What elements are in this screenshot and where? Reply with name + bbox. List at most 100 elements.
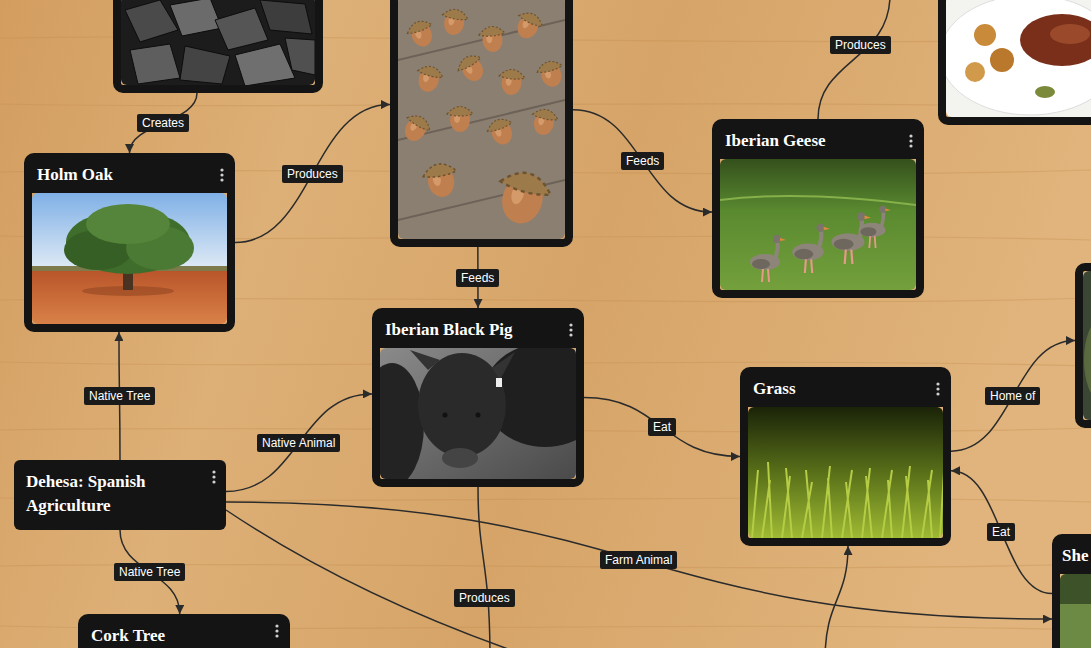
offscreen-links bbox=[818, 0, 890, 119]
menu-dots bbox=[936, 382, 939, 385]
connector-label: Native Tree bbox=[84, 387, 155, 405]
pig-photo bbox=[476, 413, 481, 418]
acorns-photo bbox=[478, 25, 506, 53]
node-title: Cork Tree bbox=[86, 622, 282, 648]
menu-dots bbox=[220, 168, 223, 171]
connector-label: Feeds bbox=[456, 269, 499, 287]
offscreen-links bbox=[825, 546, 848, 648]
menu-dots bbox=[212, 475, 215, 478]
charcoal-photo bbox=[170, 0, 222, 36]
dish-photo bbox=[1050, 24, 1090, 44]
acorns-photo bbox=[491, 167, 554, 230]
connector bbox=[226, 502, 1052, 619]
charcoal-photo bbox=[180, 46, 230, 84]
menu-dots bbox=[909, 134, 912, 137]
connector-label: Eat bbox=[648, 418, 676, 436]
charcoal-photo bbox=[215, 8, 268, 50]
geese-photo bbox=[859, 206, 891, 248]
acorns-photo bbox=[413, 63, 445, 94]
pig-photo bbox=[496, 378, 502, 387]
acorns-photo bbox=[511, 9, 545, 43]
menu-dots bbox=[212, 134, 939, 637]
acorns-photo bbox=[535, 58, 565, 89]
menu-dots bbox=[936, 387, 939, 390]
connector bbox=[226, 394, 372, 492]
geese-photo bbox=[792, 224, 830, 273]
dish-photo bbox=[974, 24, 996, 46]
connector-label: Produces bbox=[454, 589, 515, 607]
picture-card: She bbox=[1052, 534, 1091, 648]
menu-dots bbox=[569, 333, 572, 336]
dish-photo bbox=[946, 0, 1091, 115]
node-title: Iberian Black Pig bbox=[380, 316, 576, 348]
charcoal-photo bbox=[121, 0, 315, 85]
sheep-photo bbox=[1060, 574, 1091, 648]
acorns-photo bbox=[398, 0, 565, 239]
holm-oak-photo bbox=[86, 204, 170, 244]
topic-box: Dehesa: Spanish Agriculture bbox=[14, 460, 226, 530]
menu-dots bbox=[212, 470, 215, 473]
acorns-photo bbox=[398, 111, 433, 146]
acorns-photo bbox=[447, 107, 473, 133]
grass-photo bbox=[752, 462, 943, 538]
grass-photo bbox=[748, 407, 943, 538]
pig-photo bbox=[380, 348, 576, 479]
picture-card: Cork Tree bbox=[78, 614, 290, 648]
pig-photo bbox=[443, 413, 448, 418]
sheep-photo bbox=[1060, 574, 1091, 604]
connector-label: Creates bbox=[137, 114, 189, 132]
partial-photo bbox=[1084, 320, 1091, 400]
connector bbox=[130, 93, 198, 153]
menu-dots bbox=[275, 634, 278, 637]
charcoal-photo bbox=[125, 0, 315, 85]
picture-card bbox=[938, 0, 1091, 125]
picture-card bbox=[1075, 263, 1091, 428]
dish-photo bbox=[990, 48, 1014, 72]
charcoal-photo bbox=[121, 0, 315, 85]
charcoal-photo bbox=[285, 38, 315, 75]
connector-label: Feeds bbox=[621, 152, 664, 170]
node-title: She bbox=[1060, 542, 1091, 574]
dish-photo bbox=[946, 0, 1091, 117]
acorns-photo bbox=[439, 7, 469, 37]
connector bbox=[951, 341, 1075, 452]
connector bbox=[951, 471, 1052, 594]
connector-label: Eat bbox=[987, 523, 1015, 541]
pig-photo bbox=[410, 350, 440, 370]
geese-photo bbox=[832, 212, 872, 264]
acorns-photo bbox=[498, 68, 526, 96]
picture-card: Iberian Black Pig bbox=[372, 308, 584, 487]
menu-dots bbox=[936, 392, 939, 395]
charcoal-photo bbox=[235, 44, 295, 85]
geese-photo bbox=[720, 159, 916, 290]
pig-photo bbox=[380, 363, 424, 479]
picture-card: Iberian Geese bbox=[712, 119, 924, 298]
node-title: Iberian Geese bbox=[720, 127, 916, 159]
node-title: Dehesa: Spanish Agriculture bbox=[26, 470, 198, 518]
grass-photo bbox=[748, 407, 943, 538]
connector bbox=[573, 110, 712, 212]
connector-label: Farm Animal bbox=[600, 551, 677, 569]
offscreen-links bbox=[478, 487, 490, 648]
acorns-photo bbox=[529, 107, 560, 137]
connector-label: Native Animal bbox=[257, 434, 340, 452]
picture-card bbox=[113, 0, 323, 93]
partial-photo bbox=[1083, 271, 1091, 420]
acorns-photo bbox=[398, 0, 565, 239]
node-title: Grass bbox=[748, 375, 943, 407]
node-title: Holm Oak bbox=[32, 161, 227, 193]
dish-photo bbox=[1035, 86, 1055, 98]
menu-dots bbox=[275, 629, 278, 632]
dish-photo bbox=[1020, 14, 1091, 66]
connector-label: Home of bbox=[985, 387, 1040, 405]
connector-layer bbox=[119, 93, 1075, 619]
menu-dots bbox=[909, 144, 912, 147]
connector-label: Produces bbox=[830, 36, 891, 54]
acorns-photo bbox=[485, 116, 518, 149]
menu-dots bbox=[275, 624, 278, 627]
charcoal-photo bbox=[260, 0, 312, 34]
menu-dots bbox=[220, 178, 223, 181]
